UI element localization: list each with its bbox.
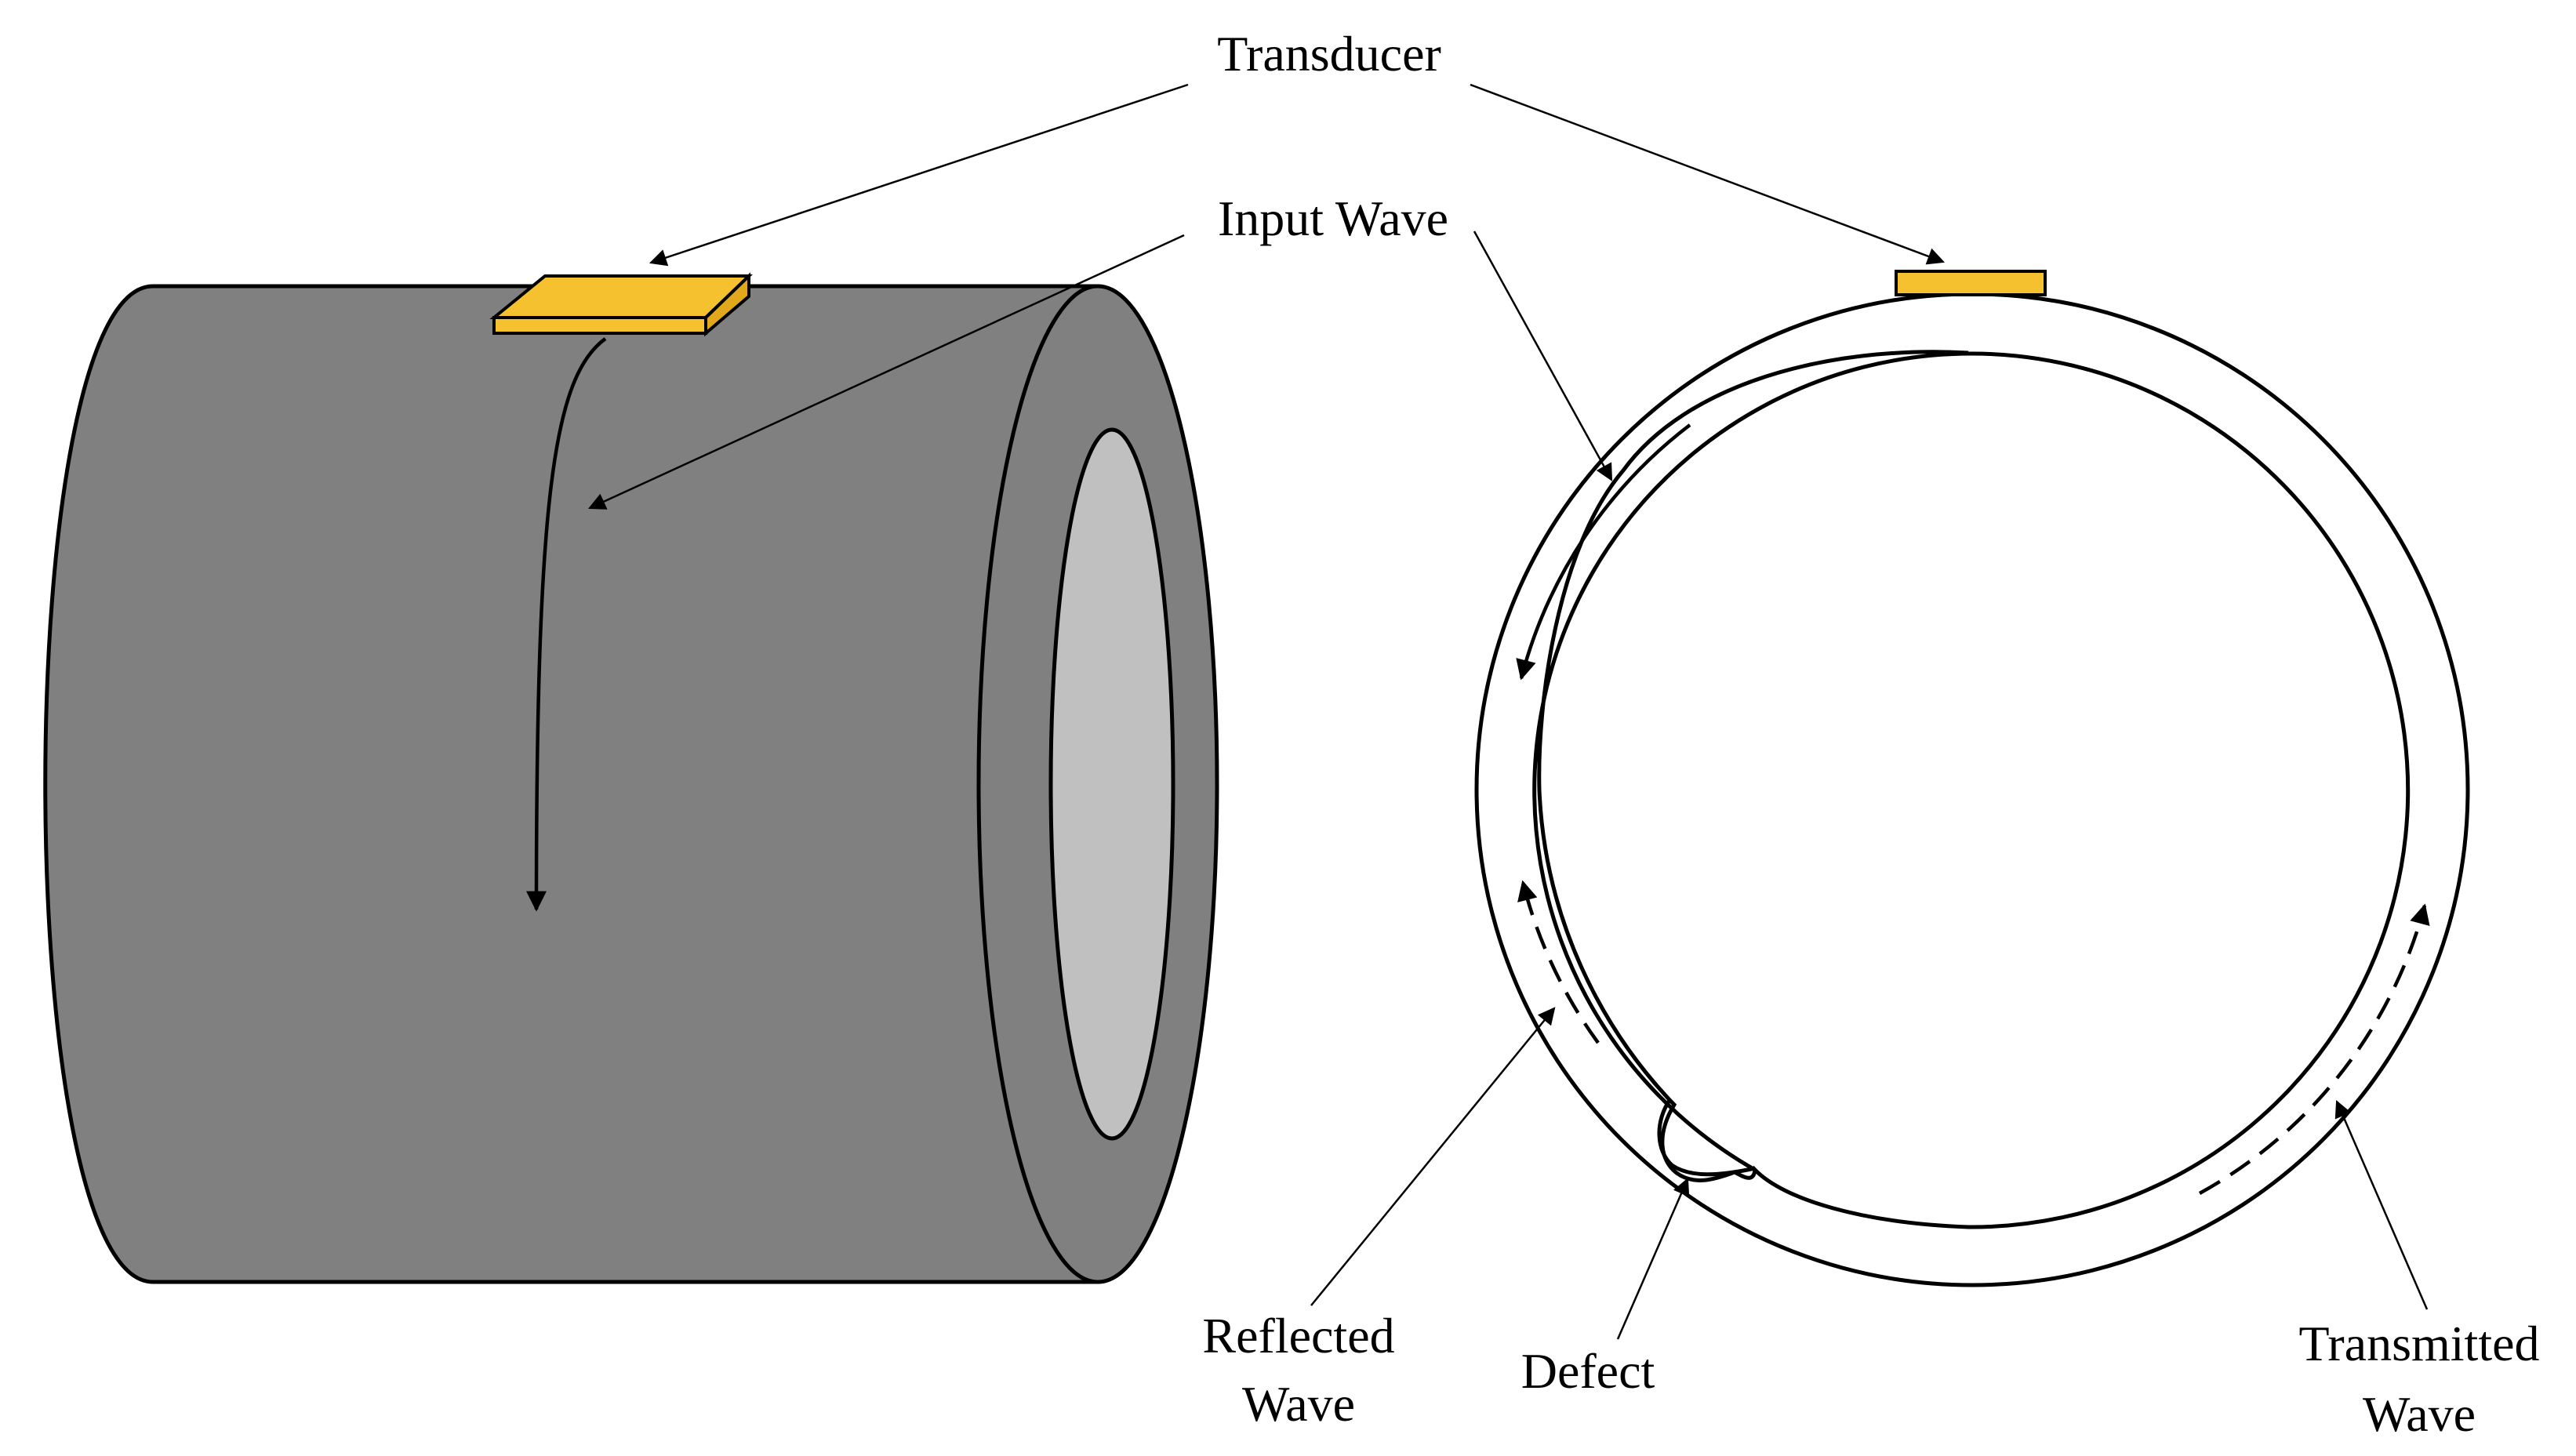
label-reflected-wave-line1: Reflected xyxy=(1202,1308,1394,1363)
pipe-3d xyxy=(43,284,1219,1284)
label-transducer: Transducer xyxy=(1217,26,1441,82)
pipe-cross-section xyxy=(1474,292,2470,1287)
defect-notch xyxy=(1657,1098,1756,1177)
label-input-wave: Input Wave xyxy=(1218,191,1448,246)
input-wave-path-2d xyxy=(1516,423,1691,681)
input-wave-path-3d xyxy=(526,337,607,912)
leader-transducer-left xyxy=(649,83,1189,267)
leader-input-wave-right xyxy=(1473,231,1613,481)
transducer-2d xyxy=(1895,270,2047,296)
leader-input-wave-left xyxy=(588,234,1185,510)
label-defect: Defect xyxy=(1521,1343,1655,1399)
leader-transmitted-wave xyxy=(2334,1099,2429,1310)
leader-transducer-right xyxy=(1470,83,1946,265)
leader-defect xyxy=(1616,1177,1690,1340)
reflected-wave-path xyxy=(1517,880,1600,1044)
pipe-body xyxy=(43,284,1100,1284)
label-transmitted-wave-line2: Wave xyxy=(2363,1386,2476,1442)
leader-reflected-wave xyxy=(1310,1007,1556,1306)
label-reflected-wave-line2: Wave xyxy=(1242,1376,1355,1432)
transmitted-wave-path xyxy=(2198,903,2430,1195)
pipe-inner-wall xyxy=(1532,350,2411,1229)
label-transmitted-wave-line1: Transmitted xyxy=(2299,1316,2540,1371)
pipe-bore xyxy=(1048,427,1175,1141)
transducer-3d xyxy=(489,272,753,337)
leader-lines xyxy=(588,83,2429,1340)
